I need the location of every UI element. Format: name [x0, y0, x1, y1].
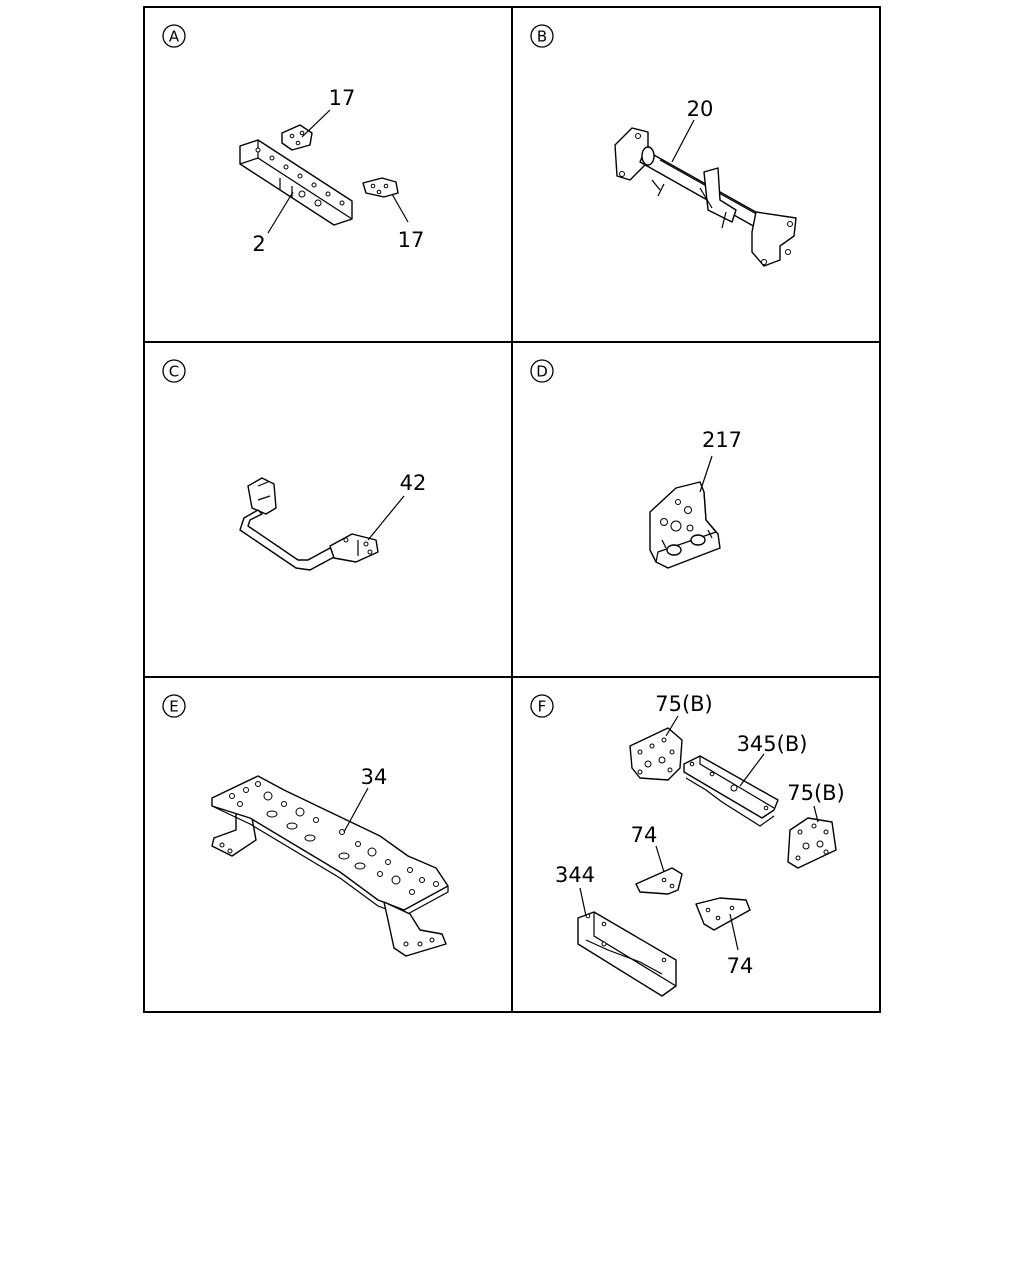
panel-a: A 17 2 17	[162, 24, 425, 256]
leader-a-17-upper	[301, 109, 331, 138]
panel-letter-e: E	[162, 694, 186, 718]
panel-f: F	[530, 692, 845, 997]
panel-letter-b-text: B	[537, 28, 547, 46]
crossmember-part-2	[239, 139, 353, 226]
callout-e-34: 34	[361, 765, 388, 789]
leader-f-74-lower	[729, 913, 739, 951]
leader-f-345b	[739, 753, 765, 787]
leader-b-20	[671, 119, 695, 163]
panel-letter-f: F	[530, 694, 554, 718]
callout-f-75b-left: 75(B)	[655, 692, 713, 716]
leader-f-74-upper	[655, 845, 665, 873]
leader-d-217	[699, 455, 713, 493]
bracket-part-75b-left	[629, 727, 683, 781]
panel-c: C 42	[162, 359, 427, 571]
leader-a-17-lower	[391, 193, 409, 223]
callout-a-17-upper: 17	[329, 86, 356, 110]
panel-letter-d: D	[530, 359, 554, 383]
panel-letter-a: A	[162, 24, 186, 48]
bracket-part-74-lower	[695, 897, 751, 931]
panel-letter-d-text: D	[536, 363, 548, 381]
panel-e: E 34	[162, 694, 449, 957]
callout-b-20: 20	[687, 97, 714, 121]
panel-letter-e-text: E	[169, 698, 178, 716]
callout-d-217: 217	[702, 428, 742, 452]
panel-letter-c-text: C	[169, 363, 179, 381]
panel-b: B 20	[530, 24, 797, 267]
leader-f-75b-right	[813, 805, 819, 823]
diagram-grid	[143, 6, 881, 1013]
bracket-part-217	[649, 481, 721, 569]
panel-letter-b: B	[530, 24, 554, 48]
bracket-part-75b-right	[787, 817, 837, 869]
crossmember-plate-part-34	[211, 775, 449, 957]
panel-d: D 217	[530, 359, 742, 569]
leader-c-42	[367, 495, 405, 541]
leader-f-344	[579, 887, 587, 917]
bracket-part-17-upper	[281, 124, 313, 151]
member-part-345b	[683, 755, 779, 827]
panel-letter-c: C	[162, 359, 186, 383]
leader-f-75b-left	[665, 715, 679, 737]
panel-letter-a-text: A	[169, 28, 180, 46]
callout-f-74-lower: 74	[727, 954, 754, 978]
leader-a-2	[267, 191, 294, 234]
callout-f-345b: 345(B)	[737, 732, 808, 756]
panel-letter-f-text: F	[538, 698, 547, 716]
bracket-part-17-lower	[362, 177, 399, 198]
bracket-part-74-upper	[635, 867, 683, 895]
leader-e-34	[343, 787, 369, 833]
callout-a-2: 2	[252, 232, 265, 256]
tube-crossmember-part-20	[614, 127, 797, 267]
stabilizer-bar-part-42	[239, 477, 379, 571]
callout-f-344: 344	[555, 863, 595, 887]
callout-c-42: 42	[400, 471, 427, 495]
callout-f-74-upper: 74	[631, 823, 658, 847]
callout-f-75b-right: 75(B)	[787, 781, 845, 805]
callout-a-17-lower: 17	[398, 228, 425, 252]
member-part-344	[577, 911, 677, 997]
